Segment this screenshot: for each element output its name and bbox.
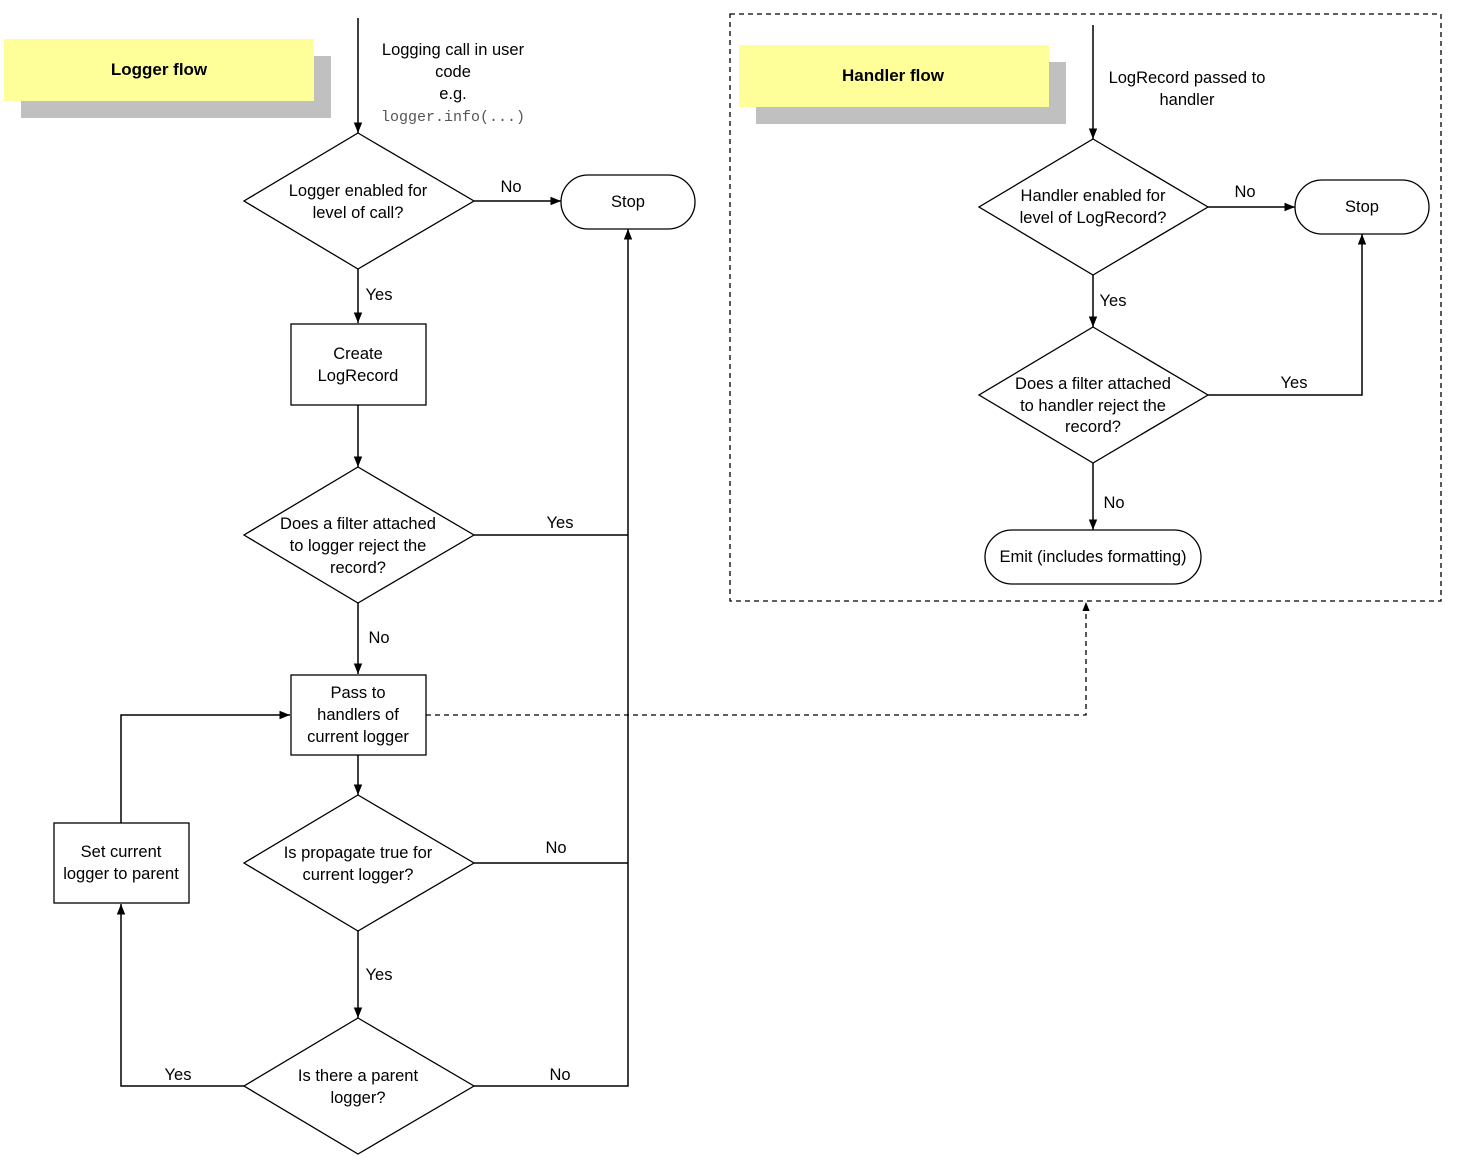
- svg-text:to handler reject the: to handler reject the: [1020, 397, 1166, 415]
- svg-text:code: code: [435, 63, 471, 81]
- edge-label-yes: Yes: [1100, 292, 1127, 310]
- svg-text:logger?: logger?: [330, 1089, 385, 1107]
- svg-text:Does a filter attached: Does a filter attached: [280, 515, 436, 533]
- handler-flow-title-box: Handler flow: [739, 45, 1066, 124]
- edge-label-no: No: [549, 1066, 570, 1084]
- edge-label-no: No: [545, 839, 566, 857]
- svg-text:record?: record?: [330, 559, 386, 577]
- svg-text:Is propagate true for: Is propagate true for: [284, 844, 433, 862]
- svg-text:current logger: current logger: [307, 728, 409, 746]
- handler-decision-enabled: Handler enabled for level of LogRecord?: [977, 138, 1210, 276]
- svg-text:Logging call in user: Logging call in user: [382, 41, 525, 59]
- logger-decision-enabled: Logger enabled for level of call?: [242, 132, 476, 270]
- svg-text:logger to parent: logger to parent: [63, 865, 179, 883]
- logger-edge-labels: No Yes Yes No No Yes No Yes: [165, 178, 574, 1084]
- svg-text:Set current: Set current: [81, 843, 162, 861]
- logger-pass-to-handlers: Pass to handlers of current logger: [290, 674, 427, 756]
- handler-emit-terminal: Emit (includes formatting): [984, 529, 1202, 585]
- svg-text:e.g.: e.g.: [439, 85, 467, 103]
- handler-flow-title: Handler flow: [842, 66, 945, 85]
- handler-start-label: LogRecord passed to handler: [1109, 69, 1266, 109]
- svg-text:Stop: Stop: [1345, 198, 1379, 216]
- handler-decision-filter: Does a filter attached to handler reject…: [977, 326, 1210, 464]
- svg-text:Does a filter attached: Does a filter attached: [1015, 375, 1171, 393]
- svg-text:Stop: Stop: [611, 193, 645, 211]
- svg-text:handlers of: handlers of: [317, 706, 399, 724]
- edge-label-yes: Yes: [547, 514, 574, 532]
- edge-label-yes: Yes: [366, 286, 393, 304]
- svg-text:level of call?: level of call?: [313, 204, 404, 222]
- logger-stop-terminal: Stop: [560, 174, 696, 230]
- svg-text:Pass to: Pass to: [330, 684, 385, 702]
- svg-text:handler: handler: [1159, 91, 1215, 109]
- svg-text:Create: Create: [333, 345, 383, 363]
- svg-text:level of LogRecord?: level of LogRecord?: [1020, 209, 1167, 227]
- logger-decision-parent: Is there a parent logger?: [242, 1017, 476, 1155]
- handler-flow-connectors: [1088, 25, 1367, 530]
- edge-label-no: No: [1234, 183, 1255, 201]
- handler-flow-container: [729, 13, 1442, 602]
- svg-text:to logger reject the: to logger reject the: [290, 537, 427, 555]
- logger-flow-title-box: Logger flow: [4, 39, 331, 118]
- logger-set-parent: Set current logger to parent: [53, 822, 190, 904]
- logger-start-label: Logging call in user code e.g. logger.in…: [381, 41, 525, 126]
- svg-text:Handler enabled for: Handler enabled for: [1021, 187, 1166, 205]
- edge-label-no: No: [500, 178, 521, 196]
- svg-text:LogRecord passed to: LogRecord passed to: [1109, 69, 1266, 87]
- logger-decision-filter: Does a filter attached to logger reject …: [242, 466, 476, 604]
- svg-text:Is there a parent: Is there a parent: [298, 1067, 419, 1085]
- edge-label-yes: Yes: [366, 966, 393, 984]
- edge-label-yes: Yes: [165, 1066, 192, 1084]
- handler-edge-labels: No Yes Yes No: [1100, 183, 1308, 512]
- logger-flow-connectors: [116, 18, 1090, 1087]
- edge-label-no: No: [368, 629, 389, 647]
- edge-label-no: No: [1103, 494, 1124, 512]
- svg-text:record?: record?: [1065, 418, 1121, 436]
- edge-label-yes: Yes: [1281, 374, 1308, 392]
- logger-start-code: logger.info(...): [381, 109, 525, 126]
- svg-text:LogRecord: LogRecord: [318, 367, 399, 385]
- logger-create-record: Create LogRecord: [290, 323, 427, 406]
- svg-text:Logger enabled for: Logger enabled for: [289, 182, 428, 200]
- svg-text:current logger?: current logger?: [303, 866, 414, 884]
- logger-decision-propagate: Is propagate true for current logger?: [242, 794, 476, 932]
- logger-flow-title: Logger flow: [111, 60, 208, 79]
- handler-stop-terminal: Stop: [1294, 179, 1430, 235]
- svg-text:Emit (includes formatting): Emit (includes formatting): [999, 548, 1186, 566]
